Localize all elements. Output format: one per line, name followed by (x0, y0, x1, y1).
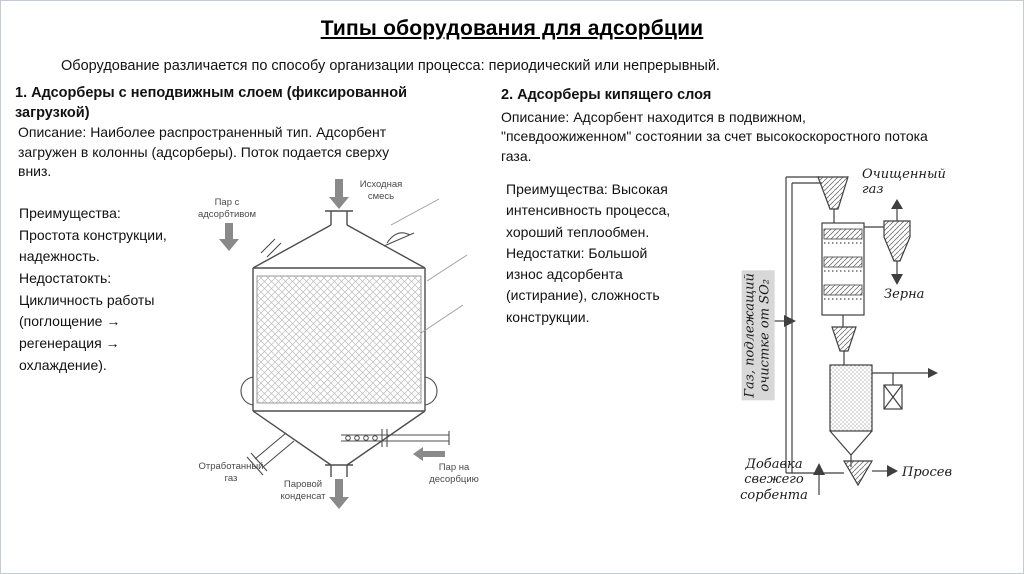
adsorbent-bed (256, 275, 422, 404)
fresh-sorbent-label: Добавка свежего сорбента (740, 457, 808, 503)
feed-label: Исходная смесь (359, 179, 403, 202)
apparatus-outline (768, 176, 928, 495)
fresh-sorbent-arrow-icon (813, 463, 825, 475)
screenings-label: Просев (902, 465, 953, 480)
fixed-bed-diagram: Исходная смесь Пар с адсорбтивом Отработ… (191, 173, 481, 518)
steam-in-arrow-icon (219, 223, 239, 251)
vessel-outline (240, 210, 450, 477)
flow-arrowheads (784, 199, 938, 477)
gas-inlet-arrow-icon (784, 315, 796, 327)
fluidized-bed-diagram: Очищенный газ Зерна Газ, подлежащий очис… (734, 161, 979, 533)
steam-in-label: Пар с адсорбтивом (197, 197, 257, 220)
fixed-bed-description: Описание: Наиболее распространенный тип.… (18, 124, 390, 180)
desorption-steam-arrow-icon (413, 447, 445, 461)
fluidized-bed-description: Описание: Адсорбент находится в подвижно… (501, 109, 928, 164)
page-title: Типы оборудования для адсорбции (320, 17, 704, 40)
fluidized-bed-heading: 2. Адсорберы кипящего слоя (501, 87, 712, 103)
fluidized-bed-pros-cons: Преимущества: Высокая интенсивность проц… (506, 181, 671, 325)
takeoff-arrow-icon (928, 368, 938, 378)
leader-lines (390, 198, 468, 334)
steam-desorption-label: Пар на десорбцию (429, 462, 479, 485)
distributor-holes (345, 435, 378, 441)
condensate-arrow-icon (329, 479, 349, 509)
slide-subtitle: Оборудование различается по способу орга… (61, 58, 720, 74)
screenings-arrow-icon (887, 465, 898, 477)
clean-gas-arrow-icon (891, 199, 903, 209)
gas-inlet-label: Газ, подлежащий очистке от SO₂ (741, 270, 775, 401)
grains-label: Зерна (884, 287, 925, 302)
fluidized-bed-drawing (768, 176, 938, 495)
fixed-bed-heading: 1. Адсорберы с неподвижным слоем (фиксир… (15, 85, 408, 121)
fixed-bed-adsorber-drawing (219, 179, 468, 509)
clean-gas-label: Очищенный газ (862, 167, 946, 198)
flow-arrows (219, 179, 445, 509)
spent-gas-label: Отработанный газ (198, 461, 264, 484)
grains-arrow-icon (891, 274, 903, 285)
condensate-label: Паровой конденсат (280, 479, 326, 502)
feed-arrow-icon (329, 179, 349, 209)
fixed-bed-pros-cons: Преимущества: Простота конструкции, наде… (19, 205, 167, 373)
